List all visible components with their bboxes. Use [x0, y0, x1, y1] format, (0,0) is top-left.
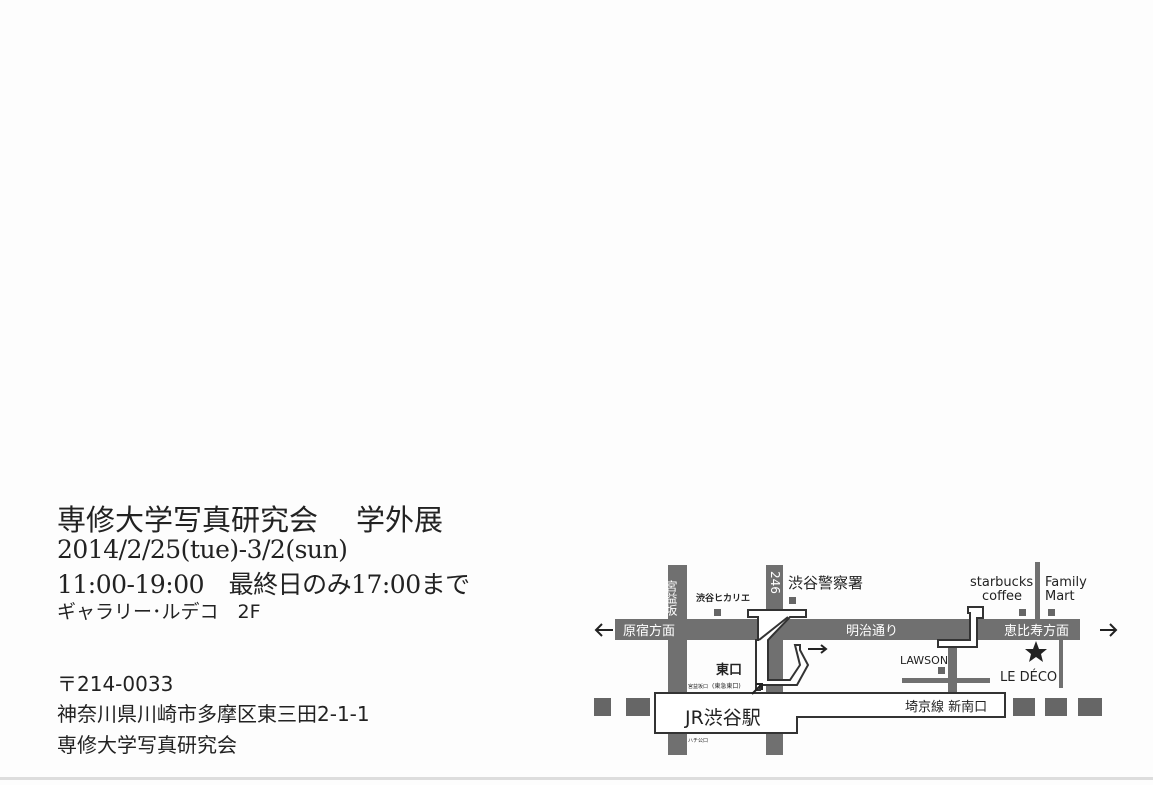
road-meiji [615, 619, 1080, 640]
star-icon [1025, 641, 1047, 662]
familymart-label-2: Mart [1045, 589, 1075, 604]
hikarie-label: 渋谷ヒカリエ [696, 592, 750, 604]
exhibition-type: 学外展 [356, 503, 444, 537]
starbucks-label-2: coffee [982, 589, 1022, 604]
road-miyamasuzaka-label: 宮益坂 [664, 579, 678, 617]
saikyo-exit-label: 埼京線 新南口 [905, 699, 987, 715]
road-miyamasuzaka-south [668, 733, 687, 755]
station-label: JR渋谷駅 [684, 707, 761, 729]
arrow-east-icon [808, 644, 828, 654]
starbucks-label: starbucks [970, 575, 1033, 590]
rail-block [1045, 698, 1067, 716]
road-familymart [1035, 562, 1040, 619]
lawson-marker [938, 667, 945, 674]
road-ledeco [1059, 640, 1063, 688]
starbucks-marker [1019, 609, 1026, 616]
ledeco-label: LE DÉCO [1000, 669, 1057, 685]
rail-block [1078, 698, 1102, 716]
direction-ebisu: 恵比寿方面 [1004, 623, 1069, 639]
exhibition-title: 専修大学写真研究会 学外展 [57, 497, 443, 539]
east-exit-label: 東口 [716, 662, 742, 678]
card-edge [0, 777, 1153, 780]
road-246-label: 246 [768, 571, 782, 594]
exhibition-dates: 2014/2/25(tue)-3/2(sun) [57, 535, 348, 564]
familymart-label: Family [1045, 575, 1087, 590]
miyamasuzaka-exit-label: 宮益坂口 [688, 683, 708, 690]
arrow-exit-icon [751, 683, 763, 695]
road-small [902, 678, 990, 683]
club-name: 専修大学写真研究会 [57, 503, 319, 537]
hours-time: 11:00-19:00 [57, 570, 205, 599]
hachiko-exit-label: ハチ公口 [688, 738, 708, 744]
familymart-marker [1048, 609, 1055, 616]
police-marker [789, 597, 796, 604]
postal-code: 〒214-0033 [57, 672, 174, 696]
exhibition-hours: 11:00-19:00 最終日のみ17:00まで [57, 565, 470, 601]
direction-harajuku: 原宿方面 [623, 623, 675, 639]
rail-block [594, 698, 611, 716]
rail-block [626, 698, 650, 716]
jr-station [654, 692, 1006, 734]
venue: ギャラリー･ルデコ 2F [57, 601, 261, 623]
police-label: 渋谷警察署 [788, 574, 863, 592]
east-exit-sublabel: (東急東口) [712, 682, 741, 690]
organization: 専修大学写真研究会 [57, 733, 237, 757]
road-meiji-label: 明治通り [846, 624, 898, 639]
arrow-right-icon [1100, 623, 1118, 637]
address: 神奈川県川崎市多摩区東三田2-1-1 [57, 702, 370, 726]
lawson-label: LAWSON [900, 654, 948, 667]
arrow-left-icon [594, 623, 613, 637]
east-exit-walkway [747, 609, 810, 691]
starbucks-walkway [937, 606, 984, 648]
road-246-south [766, 733, 783, 755]
rail-block [1013, 698, 1035, 716]
hours-note: 最終日のみ17:00まで [228, 570, 471, 599]
road-lawson [948, 640, 957, 693]
hikarie-marker [714, 609, 721, 616]
